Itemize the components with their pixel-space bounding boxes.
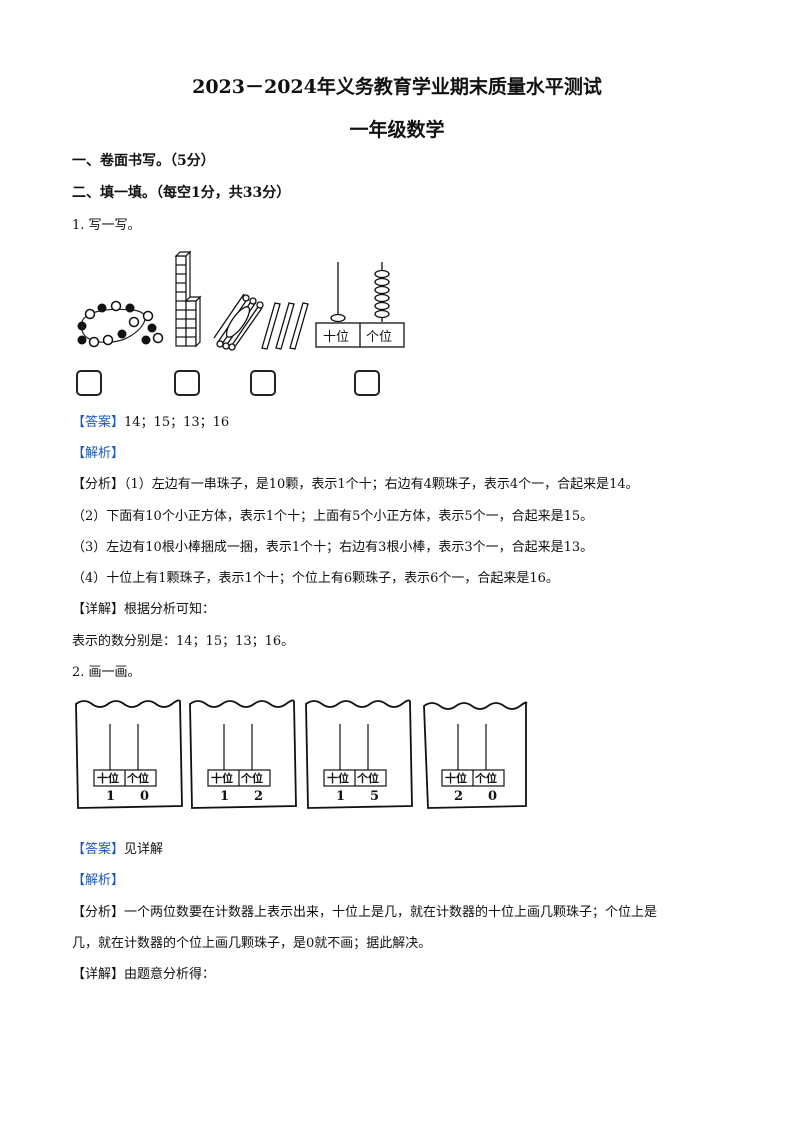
counter-2-tens-label: 十位 xyxy=(211,771,233,785)
counter-4 xyxy=(423,701,528,809)
q2-analysis-tag: 【解析】 xyxy=(72,873,125,888)
abacus-figure xyxy=(315,262,405,348)
q2-answer: 见详解 xyxy=(124,842,164,857)
q2-answer-line: 【答案】见详解 xyxy=(72,838,163,857)
answer-box-2[interactable] xyxy=(174,370,200,396)
abacus-tens-label: 十位 xyxy=(323,330,349,345)
counter-2 xyxy=(189,699,297,809)
counter-3-ones-digit: 5 xyxy=(370,789,379,804)
q2-fenxi-line-1: 【分析】一个两位数要在计数器上表示出来，十位上是几，就在计数器的十位上画几颗珠子… xyxy=(72,901,657,920)
q1-line-3: （3）左边有10根小棒捆成一捆，表示1个十；右边有3根小棒，表示3个一，合起来是… xyxy=(72,540,594,555)
counter-2-ones-label: 个位 xyxy=(240,771,263,785)
page-title: 2023－2024年义务教育学业期末质量水平测试 xyxy=(192,76,602,98)
counter-3-tens-digit: 1 xyxy=(336,789,345,804)
counter-1 xyxy=(75,699,183,809)
page-subtitle: 一年级数学 xyxy=(349,119,445,141)
detail-tag: 【详解】 xyxy=(72,602,125,617)
q1-detail-line: 【详解】根据分析可知： xyxy=(72,598,215,617)
fenxi-tag: 【分析】 xyxy=(72,477,125,492)
counter-4-ones-digit: 0 xyxy=(488,789,497,804)
q2-fenxi-text-1: 一个两位数要在计数器上表示出来，十位上是几，就在计数器的十位上画几颗珠子；个位上… xyxy=(124,905,658,920)
counter-3-tens-label: 十位 xyxy=(327,771,349,785)
answer-box-3[interactable] xyxy=(250,370,276,396)
counter-1-ones-label: 个位 xyxy=(126,771,149,785)
counter-1-ones-digit: 0 xyxy=(140,789,149,804)
q1-answer: 14；15；13；16 xyxy=(124,415,230,430)
q1-detail: 根据分析可知： xyxy=(124,602,216,617)
answer-tag: 【答案】 xyxy=(72,842,125,857)
q1-line-1: （1）左边有一串珠子，是10颗，表示1个十；右边有4颗珠子，表示4个一，合起来是… xyxy=(124,477,639,492)
q1-fenxi-line-1: 【分析】（1）左边有一串珠子，是10颗，表示1个十；右边有4颗珠子，表示4个一，… xyxy=(72,473,639,492)
counter-4-tens-label: 十位 xyxy=(445,771,467,785)
stick-bundle-figure xyxy=(213,293,264,351)
counter-4-ones-label: 个位 xyxy=(474,771,497,785)
q1-analysis-tag: 【解析】 xyxy=(72,446,125,461)
counter-3 xyxy=(305,699,413,809)
q1-figures: 十位 个位 xyxy=(77,250,405,351)
loose-sticks-figure xyxy=(261,302,309,350)
counter-4-tens-digit: 2 xyxy=(454,789,463,804)
bead-string-figure xyxy=(77,300,164,348)
counter-2-ones-digit: 2 xyxy=(254,789,263,804)
q2-counters: 十位 个位 十位 个位 十位 个位 十位 个位 1 0 1 2 1 5 2 0 xyxy=(75,699,528,809)
q1-result: 表示的数分别是：14；15；13；16。 xyxy=(72,634,295,649)
fenxi-tag: 【分析】 xyxy=(72,905,125,920)
counter-1-tens-digit: 1 xyxy=(106,789,115,804)
q1-line-4: （4）十位上有1颗珠子，表示1个十；个位上有6颗珠子，表示6个一，合起来是16。 xyxy=(72,571,559,586)
q2-detail-line: 【详解】由题意分析得： xyxy=(72,963,215,982)
q1-prompt: 1. 写一写。 xyxy=(72,218,141,233)
q2-prompt: 2. 画一画。 xyxy=(72,665,141,680)
answer-box-4[interactable] xyxy=(354,370,380,396)
q1-line-2: （2）下面有10个小正方体，表示1个十；上面有5个小正方体，表示5个一，合起来是… xyxy=(72,509,594,524)
abacus-ones-label: 个位 xyxy=(366,330,392,345)
section-2-heading: 二、填一填。（每空1分，共33分） xyxy=(72,185,291,201)
counter-1-tens-label: 十位 xyxy=(97,771,119,785)
counter-3-ones-label: 个位 xyxy=(356,771,379,785)
answer-box-1[interactable] xyxy=(76,370,102,396)
detail-tag: 【详解】 xyxy=(72,967,125,982)
answer-tag: 【答案】 xyxy=(72,415,125,430)
cube-tower-figure xyxy=(174,250,202,348)
section-1-heading: 一、卷面书写。（5分） xyxy=(72,153,215,169)
counter-2-tens-digit: 1 xyxy=(220,789,229,804)
q2-detail: 由题意分析得： xyxy=(124,967,216,982)
q1-answer-line: 【答案】14；15；13；16 xyxy=(72,411,229,430)
q2-fenxi-line-2: 几，就在计数器的个位上画几颗珠子，是0就不画；据此解决。 xyxy=(72,936,432,951)
